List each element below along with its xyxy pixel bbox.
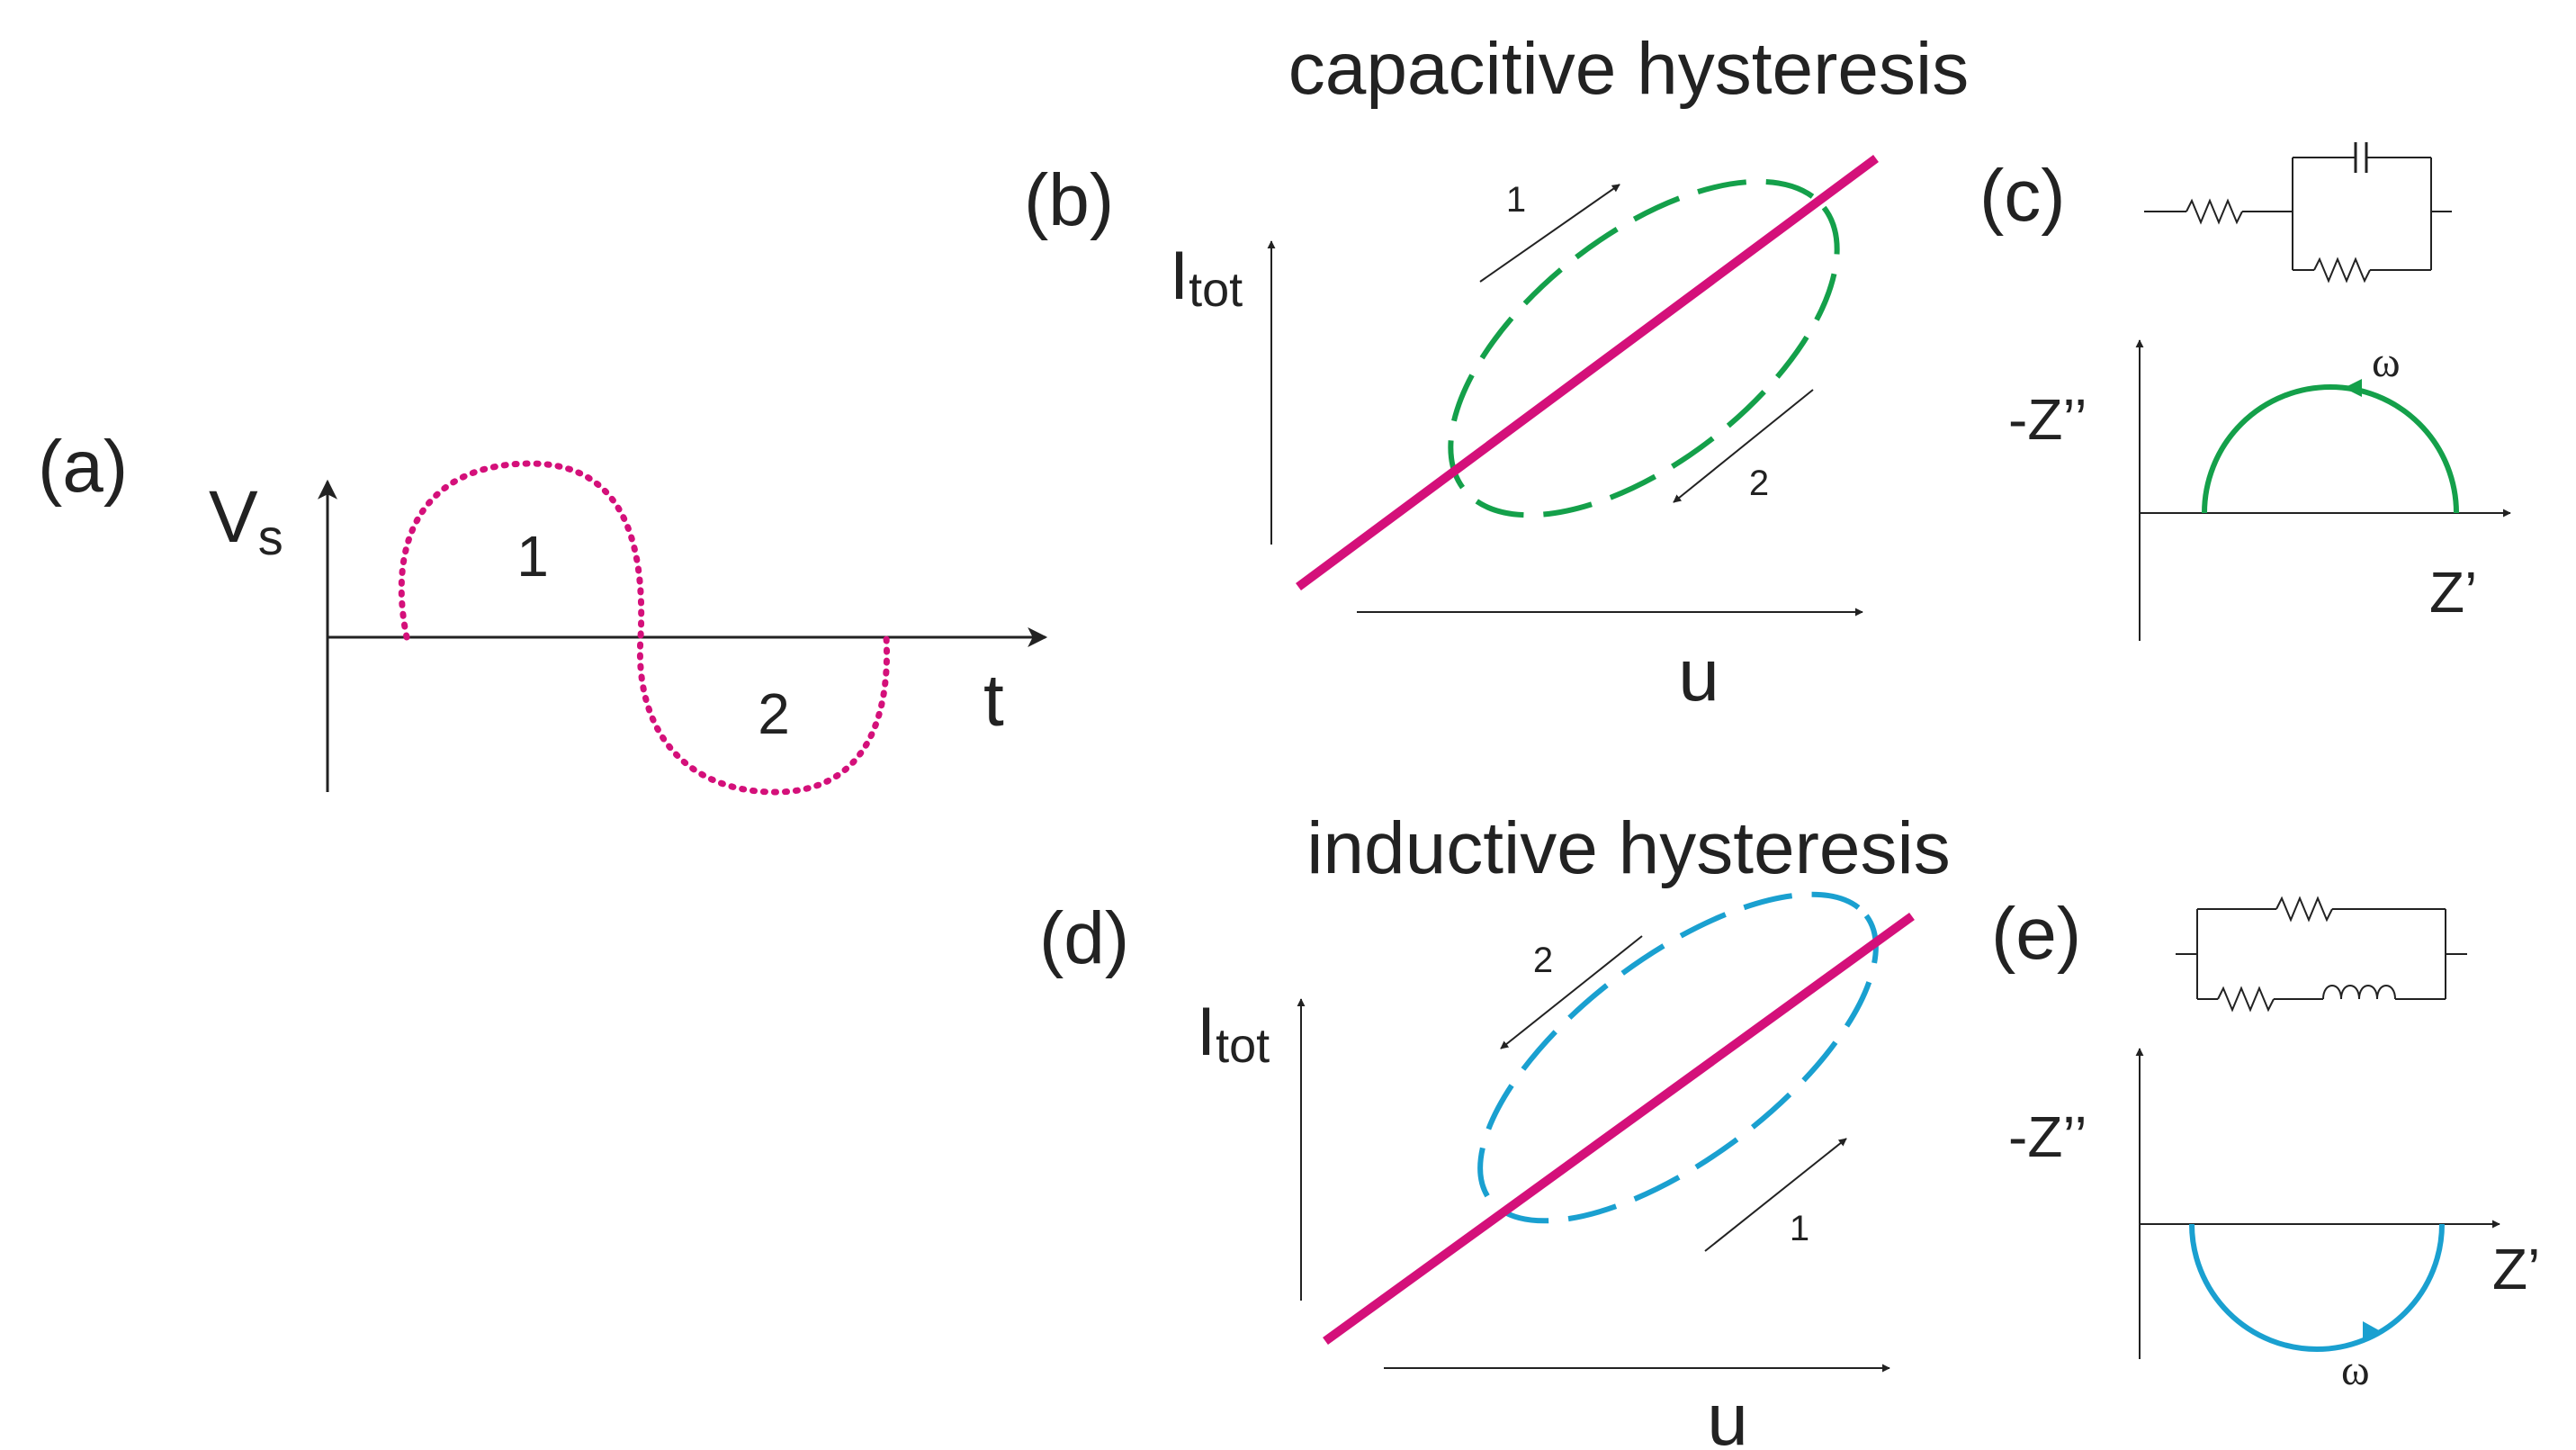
- panel-b-label: (b): [1024, 159, 1114, 241]
- panel-b-ylabel: Itot: [1170, 238, 1243, 317]
- voltage-waveform: [398, 460, 891, 796]
- panel-c-omega: ω: [2372, 338, 2401, 386]
- panel-d-arrow-2-label: 2: [1533, 941, 1553, 980]
- panel-e-omega-direction-icon: [2363, 1321, 2379, 1339]
- panel-b-arrow-1-label: 1: [1506, 180, 1526, 220]
- inductive-circuit: [2176, 896, 2467, 1013]
- series-resistor-icon: [2186, 198, 2243, 225]
- panel-b-linear-response: [1296, 154, 1879, 591]
- panel-b-arrow-1: [1479, 184, 1620, 283]
- capacitive-loop: [1448, 178, 1840, 518]
- panel-a-ylabel: Vs: [209, 476, 283, 565]
- panel-c-omega-direction-icon: [2344, 379, 2362, 397]
- bottom-resistor-icon: [2217, 986, 2275, 1013]
- panel-d-arrow-1: [1704, 1138, 1847, 1252]
- panel-d-arrow-2: [1500, 935, 1643, 1049]
- capacitive-title: capacitive hysteresis: [1288, 28, 1970, 110]
- panel-e-label: (e): [1991, 893, 2081, 975]
- panel-b-arrow-2: [1673, 389, 1814, 503]
- capacitive-circuit: [2144, 142, 2452, 284]
- panel-d: (d) Itot u 2 1: [1039, 891, 1915, 1450]
- panel-e: (e) -Z’’ Z’ ω: [1991, 893, 2540, 1394]
- panel-b-xlabel: u: [1678, 635, 1719, 716]
- panel-d-ylabel: Itot: [1197, 994, 1270, 1073]
- panel-b: (b) Itot u 1 2: [1024, 154, 1879, 716]
- inductive-title: inductive hysteresis: [1306, 807, 1951, 889]
- panel-a: (a) Vs t 1 2: [38, 426, 1048, 796]
- panel-b-arrow-2-label: 2: [1749, 464, 1769, 503]
- panel-e-xlabel: Z’: [2492, 1237, 2540, 1301]
- inductor-icon: [2322, 985, 2396, 1000]
- panel-c-label: (c): [1979, 155, 2066, 237]
- inductive-loop: [1477, 891, 1879, 1224]
- parallel-resistor-icon: [2313, 257, 2371, 284]
- panel-d-label: (d): [1039, 897, 1129, 979]
- panel-a-half-1: 1: [516, 524, 549, 589]
- panel-a-half-2: 2: [758, 681, 790, 746]
- inductive-nyquist-arc: [2189, 1223, 2445, 1352]
- top-resistor-icon: [2275, 896, 2333, 923]
- panel-c: (c) -Z’’ Z’ ω: [1979, 142, 2511, 641]
- panel-d-arrow-1-label: 1: [1790, 1209, 1809, 1248]
- panel-c-xlabel: Z’: [2429, 560, 2477, 625]
- panel-d-linear-response: [1323, 912, 1915, 1346]
- panel-c-ylabel: -Z’’: [2008, 387, 2087, 452]
- panel-a-xlabel: t: [983, 660, 1004, 742]
- panel-e-omega: ω: [2341, 1346, 2370, 1394]
- panel-a-label: (a): [38, 426, 128, 508]
- capacitive-nyquist-arc: [2202, 384, 2459, 514]
- panel-e-ylabel: -Z’’: [2008, 1104, 2087, 1169]
- panel-d-xlabel: u: [1707, 1379, 1748, 1450]
